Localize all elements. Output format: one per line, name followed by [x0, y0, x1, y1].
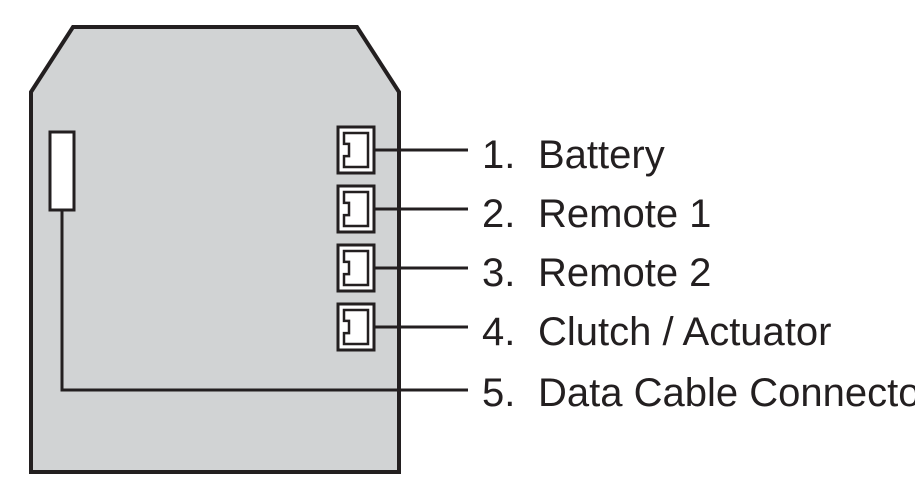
modular-jacks	[336, 125, 376, 352]
jack-socket	[342, 131, 370, 169]
connector-number-3: 3.	[482, 251, 515, 295]
data-cable-slot-connector	[48, 130, 76, 212]
device-housing	[29, 25, 401, 474]
jack-socket	[342, 249, 370, 287]
jack-battery	[336, 125, 376, 175]
connector-number-1: 1.	[482, 133, 515, 177]
jack-remote-2	[336, 243, 376, 293]
leader-lines	[60, 148, 468, 392]
connector-number-4: 4.	[482, 310, 515, 354]
connector-label-remote-2: Remote 2	[538, 251, 711, 295]
connector-number-2: 2.	[482, 192, 515, 236]
connector-number-5: 5.	[482, 371, 515, 415]
connector-label-battery: Battery	[538, 133, 665, 177]
connector-label-data-cable-connector: Data Cable Connector	[538, 371, 915, 415]
connector-label-remote-1: Remote 1	[538, 192, 711, 236]
jack-socket	[342, 308, 370, 346]
jack-clutch-actuator	[336, 302, 376, 352]
connector-labels: 1. Battery 2. Remote 1 3. Remote 2 4. Cl…	[482, 133, 915, 415]
connector-label-clutch-actuator: Clutch / Actuator	[538, 310, 831, 354]
leader-line-data-cable-connector	[60, 210, 468, 392]
jack-socket	[342, 190, 370, 228]
jack-remote-1	[336, 184, 376, 234]
